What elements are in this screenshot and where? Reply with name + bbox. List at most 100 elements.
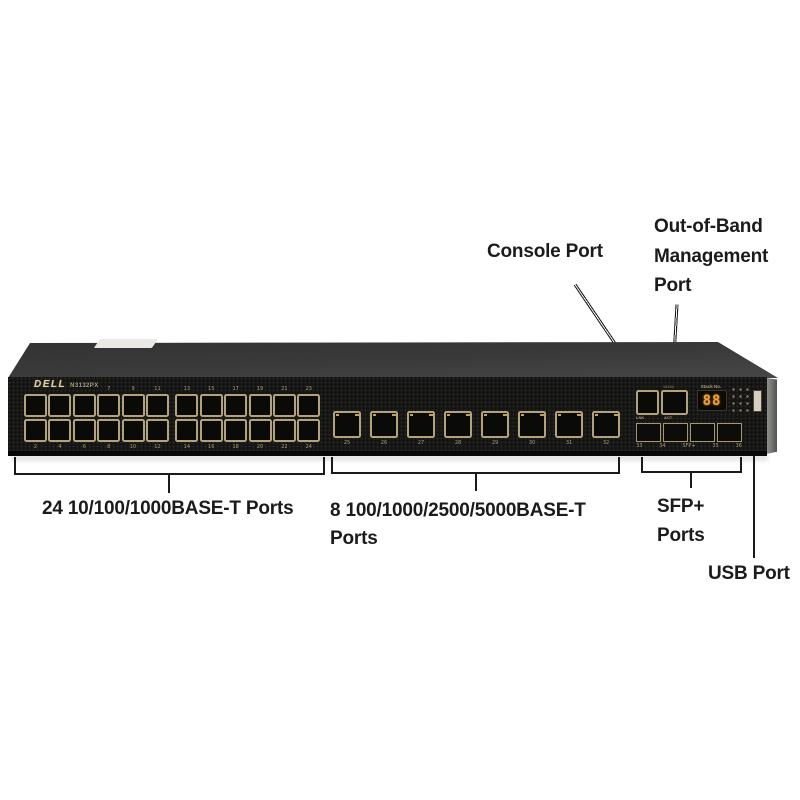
rj45-port	[592, 411, 620, 438]
bracket-sfp-tick	[690, 473, 692, 488]
port-number: 17	[232, 386, 239, 392]
ports-8-caption-line1: 8 100/1000/2500/5000BASE-T	[330, 500, 586, 521]
port-number	[73, 386, 96, 392]
rj45-port	[145, 419, 169, 442]
sfp-label: 35	[712, 443, 719, 449]
port-number: 7	[107, 386, 111, 392]
port-number: 21	[281, 386, 288, 392]
seven-segment-digits: 88	[702, 392, 722, 409]
bracket-sfp-left	[641, 457, 643, 473]
port-number: 9	[131, 386, 135, 392]
port-number: 8	[107, 444, 111, 450]
rj45-port	[272, 419, 296, 442]
port-number: 11	[154, 386, 161, 392]
port-column	[248, 394, 272, 442]
rj45-port	[24, 394, 47, 417]
port-column	[199, 394, 223, 442]
rj45-port	[297, 394, 321, 417]
port-number: 27	[417, 440, 425, 446]
rj45-port	[48, 394, 72, 417]
port-column	[145, 394, 169, 442]
rj45-port	[72, 419, 96, 442]
bracket-8-tick	[475, 474, 477, 491]
switch-shadow	[12, 456, 768, 460]
port-column	[97, 394, 121, 442]
port-column	[48, 394, 72, 442]
port-number: 14	[183, 444, 191, 450]
rj45-port	[48, 419, 72, 442]
multigig-port: 30	[518, 411, 546, 446]
ports-8-caption: 8 100/1000/2500/5000BASE-T Ports	[330, 497, 586, 553]
rj45-port	[481, 411, 509, 438]
rj45-port	[555, 411, 583, 438]
rj45-port	[518, 411, 546, 438]
multigig-port: 26	[370, 411, 398, 446]
rj45-port	[333, 411, 361, 438]
port-number: 15	[208, 386, 215, 392]
ports-8-caption-line2: Ports	[330, 528, 378, 549]
sfp-cage-row	[636, 423, 742, 442]
rj45-port	[297, 419, 321, 442]
rj45-port	[444, 411, 472, 438]
sfp-cage	[636, 423, 661, 442]
rj45-port	[72, 394, 96, 417]
bracket-8-right	[618, 457, 620, 474]
port-number: 12	[154, 444, 161, 450]
bracket-sfp-bar	[641, 471, 742, 473]
bracket-24-right	[323, 457, 325, 475]
model-number: N3132PX	[70, 383, 99, 389]
rj45-port	[199, 419, 223, 442]
port-column	[272, 394, 296, 442]
rj45-port	[224, 394, 248, 417]
multigig-port: 27	[407, 411, 435, 446]
bracket-8-bar	[331, 472, 620, 474]
stack-number-label: Stack No.	[700, 384, 722, 389]
port-number: 13	[183, 386, 191, 392]
sfp-caption-line2: Ports	[657, 525, 705, 546]
oob-label-line2: Management	[654, 245, 769, 267]
port-number: 24	[305, 444, 312, 450]
console-marking-label: 10101	[663, 385, 675, 389]
sfp-label: 34	[659, 443, 666, 449]
port-column	[72, 394, 96, 442]
multigig-port: 28	[444, 411, 472, 446]
sfp-cage	[663, 423, 688, 442]
switch-top-surface	[8, 342, 778, 378]
port-number: 10	[129, 444, 137, 450]
port-column	[175, 394, 199, 442]
sfp-label: 36	[735, 443, 742, 449]
rj45-port	[97, 419, 121, 442]
port-number	[24, 386, 47, 392]
bracket-8-left	[331, 457, 333, 474]
sfp-caption: SFP+ Ports	[657, 492, 705, 550]
oob-label-line1: Out-of-Band	[654, 216, 763, 237]
multigig-port: 31	[555, 411, 583, 446]
rj45-port	[175, 419, 199, 442]
port-column	[297, 394, 321, 442]
oob-management-port-label: Out-of-Band Management Port	[654, 212, 768, 301]
sfp-caption-line1: SFP+	[657, 496, 705, 517]
port-number: 23	[305, 386, 312, 392]
port-number: 19	[256, 386, 264, 392]
ports-24-grid	[24, 394, 321, 442]
rj45-port	[248, 394, 272, 417]
sfp-label: 33	[636, 443, 643, 449]
oob-label-line3: Port	[654, 275, 692, 296]
port-number: 25	[343, 440, 351, 446]
bracket-sfp-right	[740, 457, 742, 473]
usb-port-caption: USB Port	[708, 563, 790, 584]
rj45-port	[121, 394, 145, 417]
port-column	[224, 394, 248, 442]
bracket-24-left	[14, 457, 16, 475]
sfp-cage	[717, 423, 742, 442]
stack-number-display: 88	[697, 390, 727, 411]
rj45-port	[24, 419, 47, 442]
ports-24-caption: 24 10/100/1000BASE-T Ports	[42, 498, 294, 519]
rj45-port	[97, 394, 121, 417]
dell-logo: DELL	[34, 379, 67, 390]
port-number: 28	[454, 440, 462, 446]
